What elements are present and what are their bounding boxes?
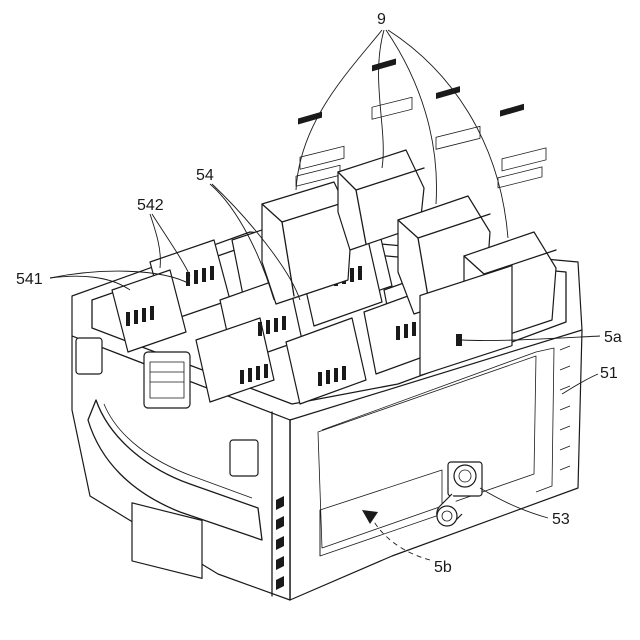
label-holder-part-542: 542 [137, 197, 164, 214]
latch-left [144, 352, 190, 408]
label-opening: 5a [604, 329, 622, 346]
opening-marker [456, 334, 462, 346]
label-case: 51 [600, 365, 618, 382]
label-battery: 9 [377, 11, 386, 28]
label-holder: 54 [196, 167, 214, 184]
label-space: 5b [434, 559, 452, 576]
label-connector: 53 [552, 511, 570, 528]
label-holder-part-541: 541 [16, 271, 43, 288]
